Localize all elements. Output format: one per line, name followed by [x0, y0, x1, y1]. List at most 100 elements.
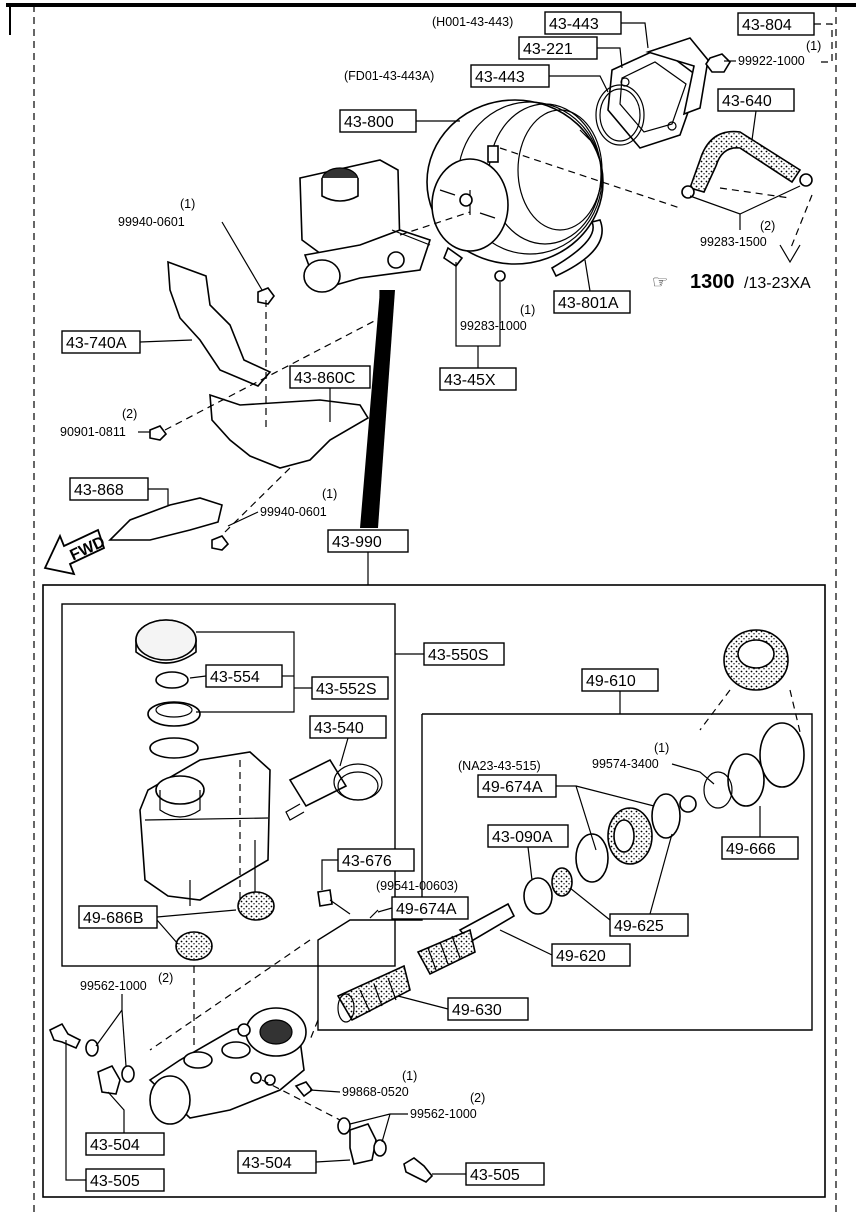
strainer [147, 701, 201, 727]
label-43-505-a: 43-505 [65, 1040, 165, 1192]
vacuum-hose [688, 130, 802, 193]
callout-text: 99283-1000 [460, 319, 527, 333]
piston-boot [723, 629, 789, 691]
secondary-piston [416, 902, 516, 976]
callout-text: 49-666 [726, 841, 776, 858]
label-43-540: 43-540 [309, 715, 387, 767]
callout-text: 49-610 [586, 673, 636, 690]
bleeder-screw [294, 1081, 314, 1098]
assembly-frame-43-990 [42, 584, 826, 1198]
washer-b [121, 1065, 135, 1083]
pointing-hand-icon: ☞ [652, 272, 668, 292]
callout-text: 43-505 [470, 1167, 520, 1184]
label-49-630: 49-630 [397, 995, 529, 1021]
callout-text: 99562-1000 [80, 979, 147, 993]
label-43-45X: (1) 99283-1000 43-45X [439, 262, 535, 391]
label-49-610: 49-610 [581, 668, 659, 714]
callout-text: 49-674A [396, 901, 457, 918]
callout-text: 43-504 [90, 1137, 140, 1154]
label-49-674A-a: (NA23-43-515) 49-674A [458, 759, 655, 851]
piston-kit-frame [317, 713, 813, 1031]
label-43-505-b: 43-505 [432, 1162, 545, 1186]
callout-text: 43-801A [558, 295, 619, 312]
label-43-221: 43-221 [518, 36, 623, 69]
label-43-801A: 43-801A [553, 259, 631, 314]
page-frame [6, 3, 856, 1212]
level-sensor [285, 758, 383, 821]
callout-text: 43-868 [74, 482, 124, 499]
callout-text: (1) [520, 303, 535, 317]
label-99562-1000-b: (2) 99562-1000 [349, 1091, 485, 1143]
callout-text: (1) [806, 39, 821, 53]
label-49-666: 49-666 [721, 806, 799, 860]
callout-text: (2) [470, 1091, 485, 1105]
bracket-743 [167, 260, 272, 387]
label-49-620: 49-620 [499, 929, 631, 967]
callout-text: 1300 [690, 271, 735, 293]
clip-icon [494, 270, 506, 282]
callout-text: /13-23XA [744, 275, 811, 292]
callout-text: (1) [654, 741, 669, 755]
grommet-a [237, 891, 275, 921]
callout-text: 43-45X [444, 372, 496, 389]
callout-text: 99940-0601 [260, 505, 327, 519]
cover-868 [108, 497, 223, 541]
label-43-804: 43-804 (1) 99922-1000 [724, 12, 833, 68]
brake-booster [426, 99, 604, 265]
reservoir-body [139, 751, 271, 906]
callout-text: 90901-0811 [60, 425, 126, 439]
label-43-550S: 43-550S [395, 642, 505, 666]
hose-clamp-icon [681, 185, 695, 199]
label-43-443-mid: (FD01-43-443A) 43-443 [344, 64, 609, 93]
union-43-504-b [349, 1123, 377, 1165]
callout-text: 43-740A [66, 335, 127, 352]
washer [523, 877, 553, 915]
callout-text: 99922-1000 [738, 54, 805, 68]
callout-text: 43-550S [428, 647, 489, 664]
reference-note: ☞ 1300 /13-23XA [652, 271, 811, 293]
label-99940-0601-a: (1) 99940-0601 [118, 197, 263, 291]
stop-bolt [317, 889, 379, 919]
callout-text: 99940-0601 [118, 215, 185, 229]
return-spring [336, 964, 411, 1023]
fwd-arrow: FWD [43, 528, 108, 576]
washer-d [373, 1139, 387, 1157]
small-ring [679, 795, 697, 813]
callout-text: 43-554 [210, 669, 260, 686]
label-49-686B: 49-686B [78, 905, 237, 945]
label-43-443-top: (H001-43-443) 43-443 [432, 11, 649, 49]
label-43-740A: 43-740A [61, 330, 193, 354]
seal-ring-b [727, 753, 765, 807]
bolt-43-505-b [403, 1157, 434, 1183]
alignment-lines-top [164, 147, 813, 533]
callout-text: 43-090A [492, 829, 553, 846]
label-43-860C: 43-860C [289, 365, 371, 422]
callout-text: 99574-3400 [592, 757, 659, 771]
callout-text: (99541-00603) [376, 879, 458, 893]
stud-icon [443, 246, 464, 268]
callout-text: (2) [760, 219, 775, 233]
union-43-504-a [97, 1064, 121, 1095]
callout-text: 43-676 [342, 853, 392, 870]
reservoir-cap [135, 619, 197, 664]
callout-text: 43-221 [523, 41, 573, 58]
label-43-504-a: 43-504 [85, 1091, 165, 1156]
nut-icon-a [257, 287, 275, 305]
master-cylinder-body [148, 1007, 307, 1125]
callout-text: 43-552S [316, 681, 377, 698]
nut-icon-c [211, 535, 230, 551]
callout-text: 49-620 [556, 948, 606, 965]
label-43-868: 43-868 [69, 477, 169, 505]
callout-text: 99868-0520 [342, 1085, 409, 1099]
callout-text: 43-804 [742, 17, 792, 34]
washer-c [337, 1117, 351, 1135]
boot-guide-2 [699, 689, 731, 731]
callout-text: 43-504 [242, 1155, 292, 1172]
label-90901-0811: (2) 90901-0811 [60, 407, 150, 439]
master-cylinder-assy-top [299, 159, 432, 293]
callout-text: 99283-1500 [700, 235, 767, 249]
nut-icon-b [149, 425, 168, 441]
label-43-990: 43-990 [327, 529, 409, 585]
label-99940-0601-b: (1) 99940-0601 [227, 487, 337, 527]
